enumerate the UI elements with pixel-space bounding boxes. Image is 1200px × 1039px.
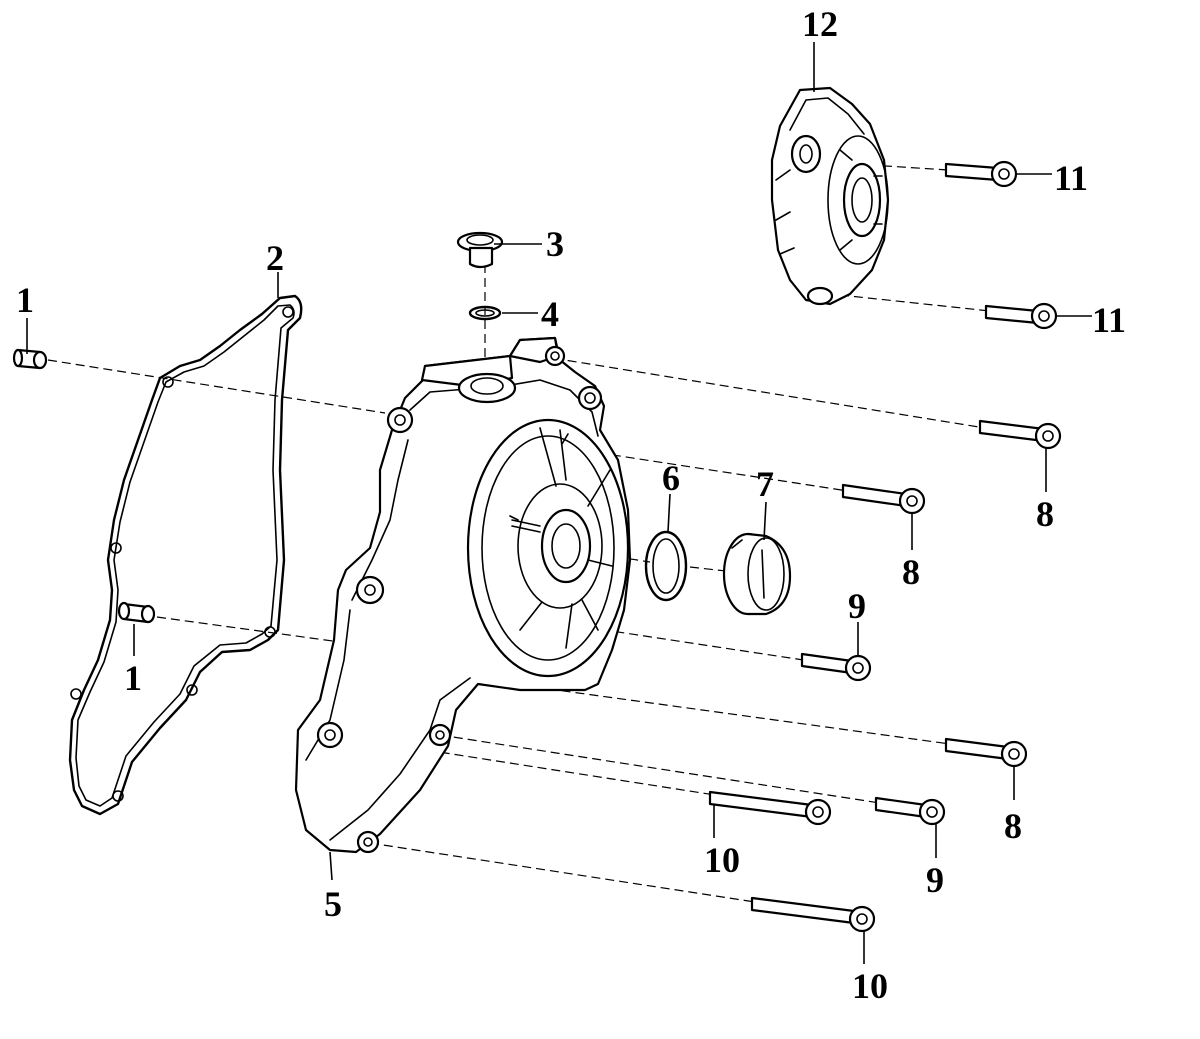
bolt-10-lower (750, 896, 876, 933)
bolt-10-upper (708, 790, 832, 826)
bolt-11-upper (944, 160, 1018, 188)
callout-5: 5 (324, 884, 342, 924)
dowel-pin-lower (117, 601, 156, 624)
callout-11-upper: 11 (1054, 158, 1088, 198)
callout-10-lower: 10 (852, 966, 888, 1006)
cover-gasket (68, 294, 303, 816)
callout-6: 6 (662, 458, 680, 498)
callout-12: 12 (802, 4, 838, 44)
left-crankcase-cover (294, 336, 632, 854)
bolt-9-upper (800, 652, 872, 682)
bolt-9-lower (874, 796, 946, 826)
callout-4: 4 (541, 294, 559, 334)
callout-8-lower: 8 (1004, 806, 1022, 846)
callout-9-lower: 9 (926, 860, 944, 900)
o-ring-small (468, 305, 502, 321)
callout-11-lower: 11 (1092, 300, 1126, 340)
callout-8-middle: 8 (902, 552, 920, 592)
bolt-8-middle (841, 483, 926, 515)
callout-3: 3 (546, 224, 564, 264)
bolt-8-upper (978, 419, 1062, 450)
timing-cover (770, 86, 890, 306)
callout-10-upper: 10 (704, 840, 740, 880)
callout-1-lower: 1 (124, 658, 142, 698)
o-ring-large (644, 530, 688, 602)
leader-lines (26, 42, 1092, 964)
inspection-cap (722, 532, 792, 616)
callout-2: 2 (266, 238, 284, 278)
bolt-8-lower (944, 737, 1028, 768)
callout-7: 7 (756, 464, 774, 504)
callout-labels: 1 2 3 4 1 5 6 7 8 8 9 8 10 9 10 11 11 12 (16, 4, 1126, 1006)
callout-1-upper: 1 (16, 280, 34, 320)
callout-8-upper: 8 (1036, 494, 1054, 534)
filler-cap (456, 231, 504, 269)
callout-9-upper: 9 (848, 586, 866, 626)
bolt-11-lower (984, 302, 1058, 330)
dowel-pin-upper (12, 348, 48, 370)
